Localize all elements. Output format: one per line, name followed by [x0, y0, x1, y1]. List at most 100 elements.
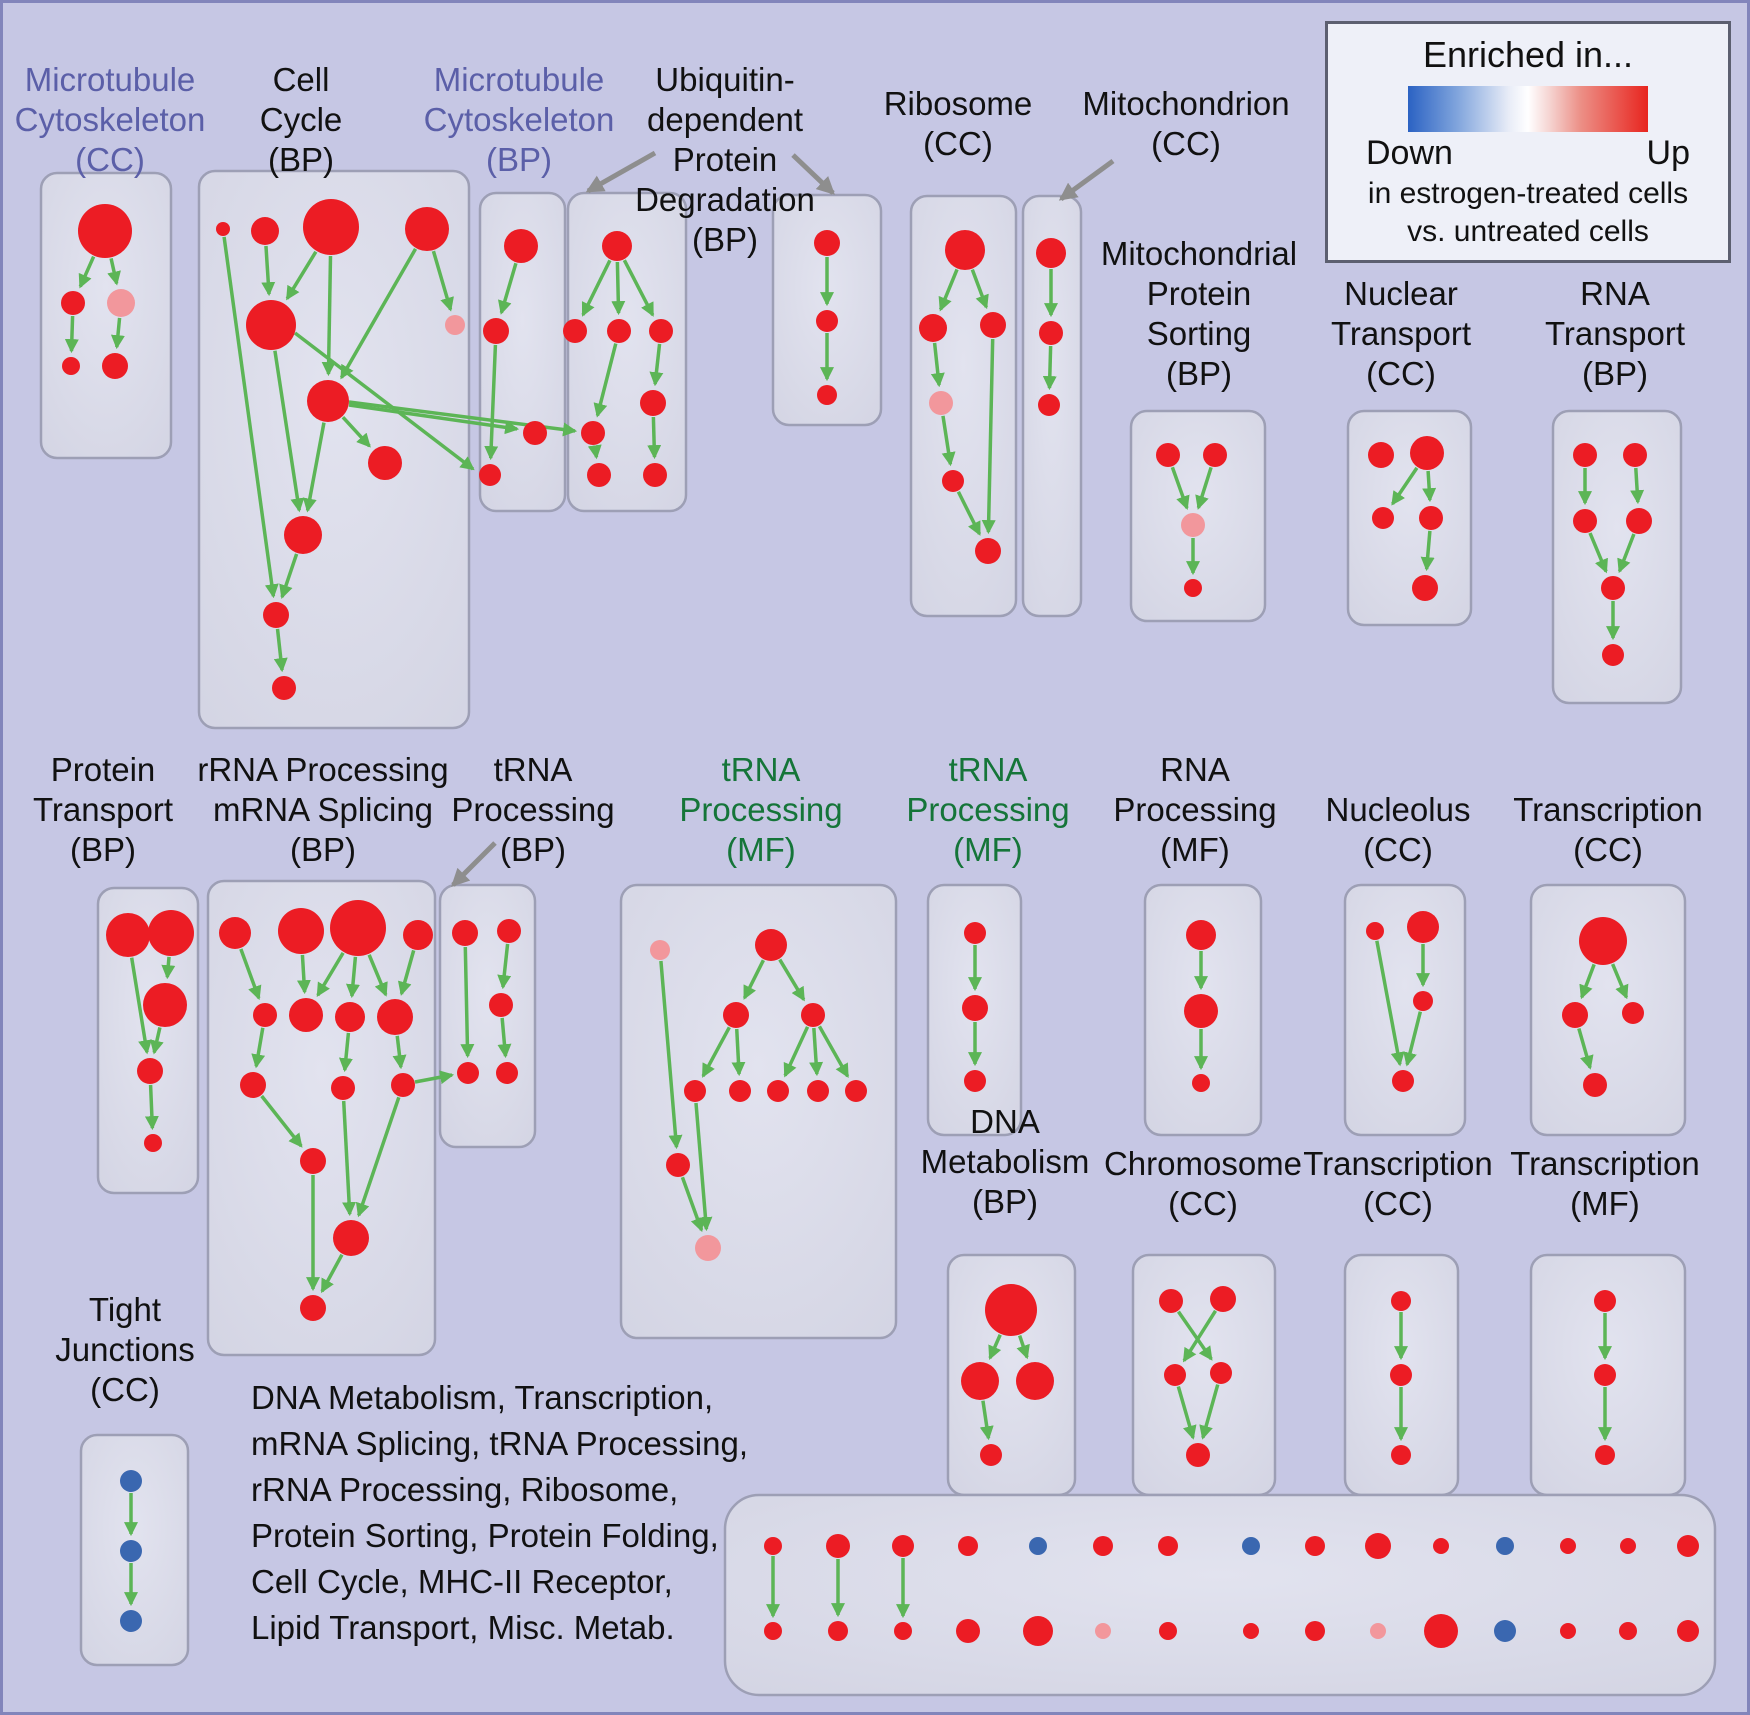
- go-term-node-red: [643, 463, 667, 487]
- go-term-node-red: [602, 231, 632, 261]
- edge-arrow: [1182, 1309, 1218, 1363]
- edge-arrow: [484, 344, 499, 461]
- edge-arrow: [316, 951, 345, 998]
- edge-arrow: [261, 245, 276, 297]
- go-term-node-pink: [1095, 1623, 1111, 1639]
- legend-subline-1: in estrogen-treated cells: [1367, 177, 1689, 210]
- ribosome-cc-label: Ribosome(CC): [884, 85, 1033, 162]
- go-term-node-red: [143, 983, 187, 1027]
- edge-arrow: [581, 259, 612, 317]
- go-term-node-red: [240, 1072, 266, 1098]
- go-term-node-red: [1203, 443, 1227, 467]
- legend-title: Enriched in...: [1422, 34, 1634, 75]
- go-term-node-red: [1623, 443, 1647, 467]
- go-term-node-red: [1392, 1070, 1414, 1092]
- edge-arrow: [1176, 1386, 1197, 1440]
- go-term-node-red: [1186, 1443, 1210, 1467]
- cross-cluster-edge: [348, 403, 520, 435]
- go-term-node-red: [391, 1073, 415, 1097]
- misc-note-line: DNA Metabolism, Transcription,: [251, 1379, 714, 1416]
- go-term-node-red: [251, 217, 279, 245]
- edge-arrow: [680, 1176, 705, 1233]
- go-term-node-red: [1413, 991, 1433, 1011]
- go-term-node-red: [1305, 1621, 1325, 1641]
- go-term-node-red: [137, 1058, 163, 1084]
- edge-arrow: [64, 315, 79, 354]
- misc-strip-box: [723, 1493, 1717, 1697]
- edge-arrow: [988, 1334, 1002, 1361]
- go-term-node-red: [1016, 1362, 1054, 1400]
- edge-arrow: [778, 958, 806, 1002]
- edge-arrow: [742, 959, 765, 1000]
- label-pointer-arrow: [585, 150, 657, 194]
- edge-arrow: [1403, 1011, 1423, 1067]
- go-term-node-red: [640, 390, 666, 416]
- go-term-node-red: [1677, 1535, 1699, 1557]
- go-term-node-red: [587, 463, 611, 487]
- go-term-node-red: [148, 910, 194, 956]
- edge-arrow: [979, 1400, 994, 1441]
- edge-arrow: [320, 1253, 344, 1294]
- edge-arrow: [296, 954, 311, 995]
- go-term-node-red: [962, 995, 988, 1021]
- go-term-node-red: [892, 1535, 914, 1557]
- edge-arrow: [367, 954, 388, 997]
- go-term-node-red: [807, 1080, 829, 1102]
- edge-arrow: [431, 250, 454, 312]
- nucleolus-cc-label: Nucleolus(CC): [1326, 791, 1471, 868]
- edge-arrow: [110, 317, 125, 350]
- go-term-node-red: [942, 470, 964, 492]
- go-term-node-red: [1583, 1073, 1607, 1097]
- chromosome-cc-label: Chromosome(CC): [1104, 1145, 1302, 1222]
- mitochondrion-cc-label: Mitochondrion(CC): [1082, 85, 1289, 162]
- go-term-node-red: [330, 900, 386, 956]
- edge-arrow: [239, 948, 262, 1001]
- go-term-node-red: [581, 421, 605, 445]
- go-term-node-red: [144, 1134, 162, 1152]
- edge-arrow: [321, 255, 336, 377]
- go-term-node-red: [219, 917, 251, 949]
- edge-arrow: [338, 1032, 353, 1073]
- edge-arrow: [1170, 466, 1190, 511]
- misc-cluster-note: DNA Metabolism, Transcription, mRNA Spli…: [251, 1375, 748, 1651]
- go-term-node-red: [985, 1284, 1037, 1336]
- edge-arrow: [251, 1027, 266, 1069]
- go-term-node-red: [1626, 508, 1652, 534]
- edge-arrow: [1195, 466, 1213, 510]
- go-term-node-red: [1579, 917, 1627, 965]
- trna-processing-bp-box: [438, 883, 537, 1149]
- legend-subline-2: vs. untreated cells: [1407, 215, 1649, 248]
- edge-arrow: [593, 343, 618, 418]
- go-term-node-blue: [120, 1470, 142, 1492]
- go-term-node-red: [1595, 1445, 1615, 1465]
- edge-arrow: [694, 1102, 713, 1232]
- go-term-node-red: [975, 538, 1001, 564]
- go-term-node-red: [563, 319, 587, 343]
- go-term-node-pink: [445, 315, 465, 335]
- go-term-node-red: [457, 1062, 479, 1084]
- label-pointer-arrow: [1058, 158, 1115, 202]
- edge-arrow: [339, 248, 418, 380]
- edge-arrow: [970, 269, 989, 310]
- edge-arrow: [809, 1027, 824, 1077]
- edge-arrow: [279, 553, 299, 599]
- go-term-node-red: [303, 199, 359, 255]
- go-term-node-red: [1164, 1364, 1186, 1386]
- edge-arrow: [345, 956, 360, 999]
- go-term-node-red: [1039, 321, 1063, 345]
- go-term-node-red: [919, 314, 947, 342]
- edge-arrow: [129, 957, 152, 1055]
- nuclear-transport-cc-box: [1346, 409, 1473, 627]
- go-term-node-red: [764, 1537, 782, 1555]
